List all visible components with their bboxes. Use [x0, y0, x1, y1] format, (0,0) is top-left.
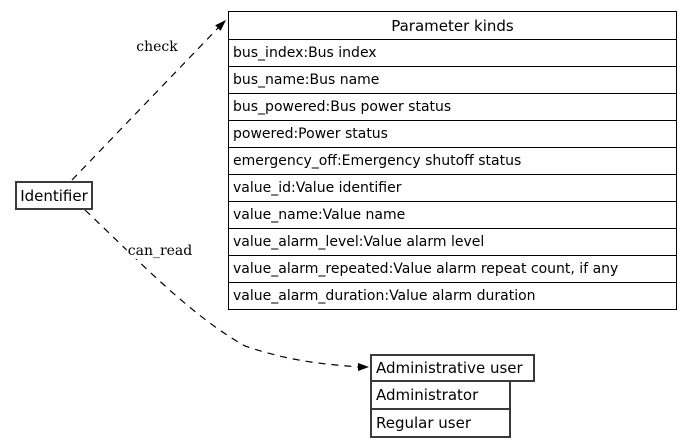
table-row: bus_powered:Bus power status [229, 93, 676, 120]
can-read-arrowhead-icon [358, 363, 369, 371]
table-row: Regular user [372, 408, 509, 436]
edge-label-can-read: can_read [126, 243, 194, 259]
parameter-kinds-table: Parameter kinds bus_index:Bus index bus_… [228, 11, 677, 310]
edge-label-check: check [135, 39, 179, 55]
identifier-node: Identifier [15, 181, 93, 210]
table-row: value_alarm_duration:Value alarm duratio… [229, 282, 676, 309]
table-row: value_alarm_repeated:Value alarm repeat … [229, 255, 676, 282]
table-row: emergency_off:Emergency shutoff status [229, 147, 676, 174]
table-row: value_alarm_level:Value alarm level [229, 228, 676, 255]
table-row: bus_index:Bus index [229, 39, 676, 66]
administrative-user-title: Administrative user [370, 354, 535, 382]
table-row: value_name:Value name [229, 201, 676, 228]
table-row: powered:Power status [229, 120, 676, 147]
check-arrowhead-icon [215, 20, 226, 31]
table-row: Administrator [376, 386, 479, 404]
table-row: bus_name:Bus name [229, 66, 676, 93]
administrative-user-rows: Administrator Regular user [370, 380, 511, 438]
table-row: value_id:Value identifier [229, 174, 676, 201]
parameter-kinds-title: Parameter kinds [391, 16, 514, 35]
